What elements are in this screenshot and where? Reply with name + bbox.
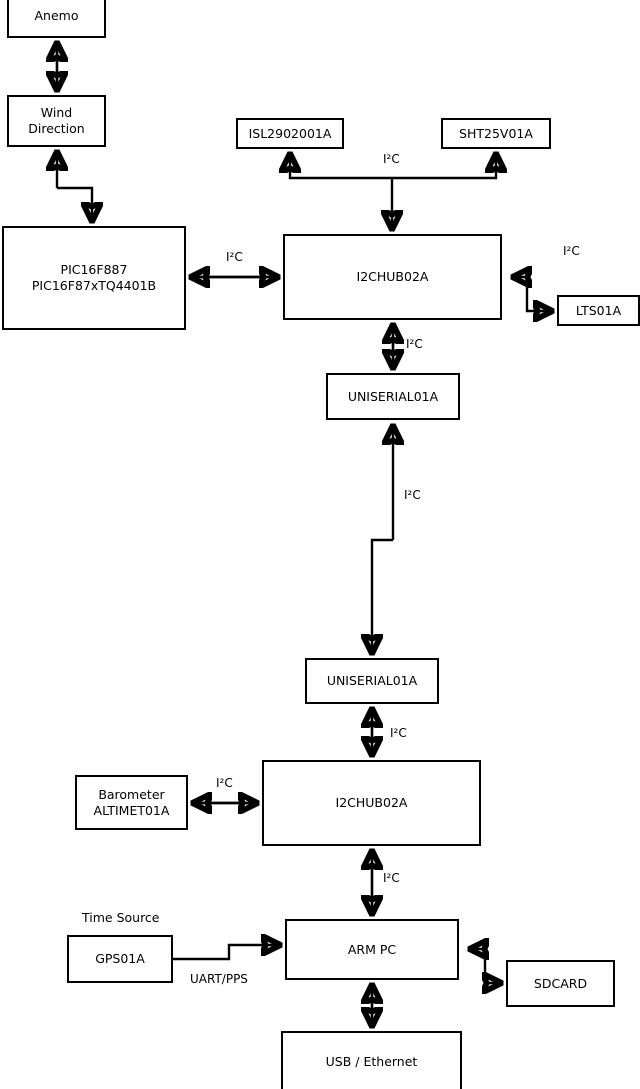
- node-barometer-label: Barometer ALTIMET01A: [93, 786, 170, 818]
- node-usb-ethernet[interactable]: USB / Ethernet: [281, 1031, 462, 1089]
- node-wind-direction-label: Wind Direction: [28, 105, 85, 136]
- label-time-source: Time Source: [82, 910, 160, 925]
- node-arm-pc-label: ARM PC: [347, 941, 397, 957]
- edge-label-i2c-hub-uniserial: I²C: [406, 337, 423, 351]
- edge-label-i2c-uniserial-link: I²C: [404, 488, 421, 502]
- node-hub-top-label: I2CHUB02A: [356, 269, 429, 285]
- node-i2chub02a-top[interactable]: I2CHUB02A: [283, 234, 502, 320]
- node-lts-label: LTS01A: [575, 302, 622, 318]
- edge-label-uart-pps: UART/PPS: [190, 972, 248, 986]
- connector-pic-wind-direction: [57, 153, 92, 220]
- node-gps01a[interactable]: GPS01A: [67, 935, 173, 983]
- node-uniserial-upper-label: UNISERIAL01A: [347, 388, 439, 404]
- node-pic-microcontroller[interactable]: PIC16F887 PIC16F87xTQ4401B: [2, 226, 186, 330]
- node-uniserial-lower-label: UNISERIAL01A: [326, 673, 418, 689]
- node-uniserial01a-upper[interactable]: UNISERIAL01A: [326, 373, 460, 420]
- node-pic-label: PIC16F887 PIC16F87xTQ4401B: [31, 262, 157, 293]
- node-barometer-altimet01a[interactable]: Barometer ALTIMET01A: [75, 775, 188, 830]
- edge-label-i2c-pic-hub: I²C: [226, 250, 243, 264]
- node-hub-bottom-label: I2CHUB02A: [335, 795, 408, 811]
- edge-label-i2c-barometer-hub: I²C: [216, 776, 233, 790]
- node-sdcard[interactable]: SDCARD: [506, 960, 615, 1007]
- connector-hub-top-lts: [514, 277, 551, 311]
- node-i2chub02a-bottom[interactable]: I2CHUB02A: [262, 760, 481, 846]
- node-sdcard-label: SDCARD: [533, 975, 588, 991]
- edge-label-i2c-hub-armpc: I²C: [383, 871, 400, 885]
- node-uniserial01a-lower[interactable]: UNISERIAL01A: [305, 658, 439, 704]
- node-usb-ethernet-label: USB / Ethernet: [325, 1054, 418, 1070]
- edge-label-i2c-uniserial2-hub: I²C: [390, 726, 407, 740]
- node-gps-label: GPS01A: [95, 951, 145, 967]
- connector-arm-pc-sdcard: [471, 949, 500, 983]
- node-sht25v01a[interactable]: SHT25V01A: [441, 118, 551, 149]
- node-isl-label: ISL2902001A: [248, 125, 332, 141]
- node-arm-pc[interactable]: ARM PC: [285, 919, 459, 980]
- node-anemo-label: Anemo: [34, 8, 79, 24]
- node-wind-direction[interactable]: Wind Direction: [7, 95, 106, 147]
- node-sht-label: SHT25V01A: [459, 125, 533, 141]
- connector-uniserial-1-uniserial-2: [372, 427, 393, 652]
- connector-hub-top-sensors: [290, 155, 496, 228]
- edge-label-i2c-hub-lts: I²C: [563, 244, 580, 258]
- edge-label-i2c-hub-sensors: I²C: [383, 152, 400, 166]
- connector-gps-arm-pc: [173, 945, 279, 961]
- node-isl2902001a[interactable]: ISL2902001A: [236, 118, 344, 149]
- node-lts01a[interactable]: LTS01A: [557, 295, 640, 326]
- node-anemo[interactable]: Anemo: [7, 0, 106, 38]
